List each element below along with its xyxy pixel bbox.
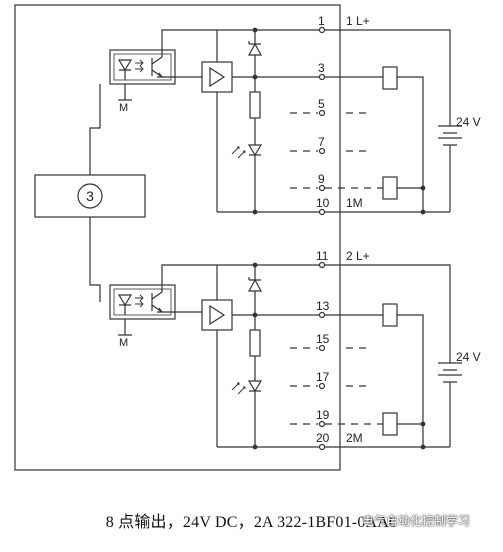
terminal-9: 9 (318, 172, 325, 186)
terminal-5: 5 (318, 97, 325, 111)
terminal-7: 7 (318, 135, 325, 149)
zener-diode-top (247, 41, 263, 56)
status-led-bottom (247, 380, 263, 393)
channel-group-bottom: M 24 V (109, 249, 481, 451)
status-led-top (247, 144, 263, 157)
terminal-15: 15 (316, 332, 330, 346)
terminal-17: 17 (316, 370, 330, 384)
supply-battery-top (438, 125, 462, 146)
terminal-13: 13 (316, 299, 330, 313)
channel-group-top: M (109, 14, 481, 216)
terminal-20: 20 (316, 431, 330, 445)
zener-diode-bottom (247, 277, 263, 292)
opto-transistor-bottom (151, 291, 164, 313)
supply-battery-bottom (438, 362, 462, 383)
ground-label-top: M (119, 102, 128, 114)
terminal-points-top (318, 26, 326, 216)
terminal-1-label: 1 L+ (346, 14, 370, 28)
module-outline (14, 4, 341, 471)
logic-block-circle (77, 183, 103, 209)
amplifier-bottom (201, 299, 233, 331)
logic-to-opto-bottom (89, 217, 101, 302)
amplifier-top (201, 61, 233, 93)
watermark-text: 电气自动化控制学习 (362, 514, 471, 528)
resistor-top (249, 91, 261, 119)
terminal-11-label: 2 L+ (346, 249, 370, 263)
opto-transistor-top (151, 56, 164, 78)
optocoupler-bottom (109, 284, 176, 320)
figure-caption: 8 点输出，24V DC，2A 322-1BF01-0AA0 (105, 514, 398, 531)
terminal-20-label: 2M (346, 431, 363, 445)
terminal-11: 11 (316, 249, 329, 263)
load-coil-9 (382, 176, 398, 200)
terminal-10: 10 (316, 196, 330, 210)
supply-label-bottom: 24 V (456, 350, 481, 364)
logic-to-opto-top (89, 84, 101, 175)
load-coil-13 (382, 303, 398, 327)
opto-led-top (117, 59, 133, 72)
load-coil-19 (382, 412, 398, 436)
terminal-points-bottom (318, 261, 326, 451)
terminal-10-label: 1M (346, 196, 363, 210)
logic-block-number: 3 (86, 188, 94, 204)
terminal-1: 1 (318, 14, 325, 28)
ground-label-bottom: M (119, 337, 128, 349)
supply-label-top: 24 V (456, 115, 481, 129)
terminal-3: 3 (318, 61, 325, 75)
terminal-19: 19 (316, 408, 330, 422)
resistor-bottom (249, 329, 261, 357)
opto-led-bottom (117, 294, 133, 307)
optocoupler-top (109, 49, 176, 85)
load-coil-3 (382, 66, 398, 90)
